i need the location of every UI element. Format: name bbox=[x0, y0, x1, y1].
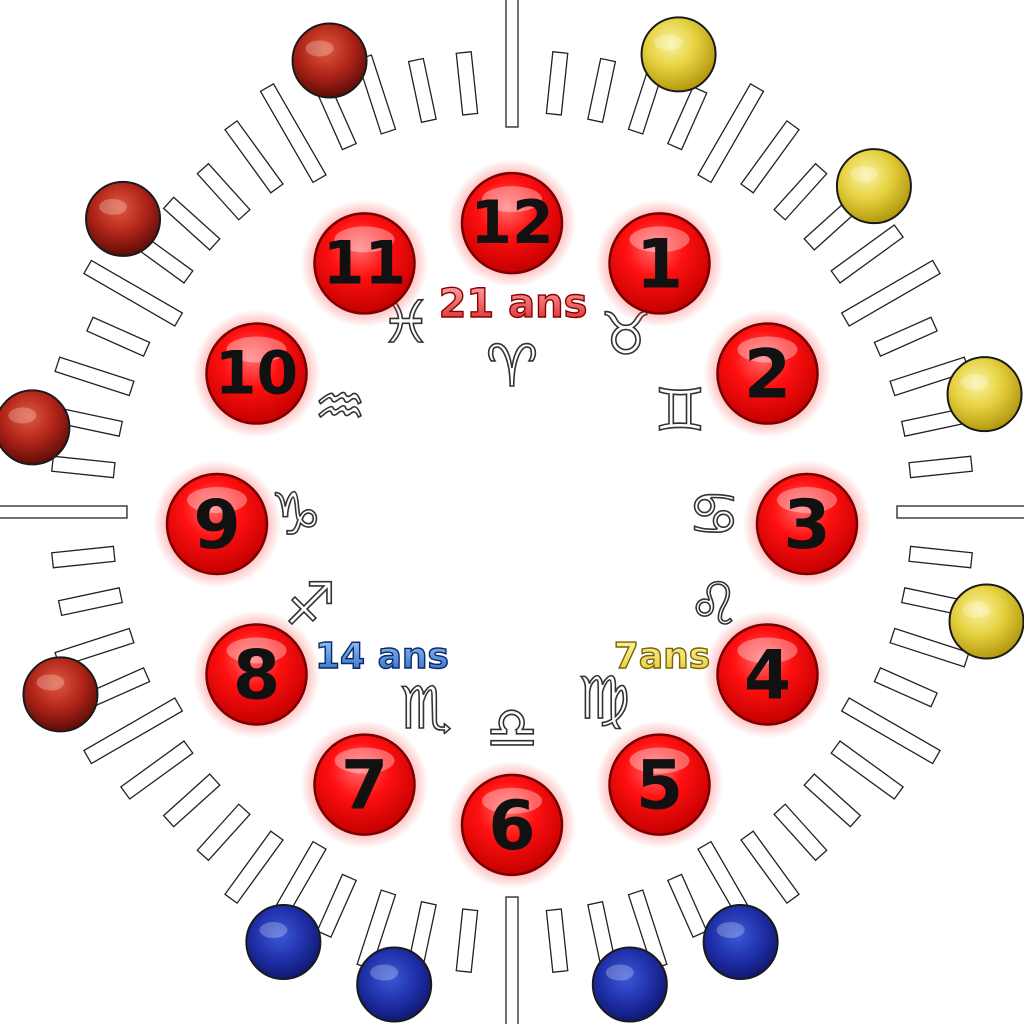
cancer-icon: ♋ bbox=[688, 480, 740, 548]
sun-ray bbox=[697, 83, 765, 184]
hour-badge-3: 3 bbox=[743, 460, 871, 588]
hour-number: 9 bbox=[193, 486, 240, 565]
sun-ray bbox=[83, 259, 184, 327]
sun-ray bbox=[740, 830, 800, 905]
age-label-7: 7ans bbox=[614, 636, 710, 677]
hour-badge-1: 1 bbox=[595, 199, 724, 328]
sun-ray bbox=[830, 740, 905, 800]
hour-number: 7 bbox=[341, 747, 388, 826]
hour-badge-4: 4 bbox=[703, 610, 832, 739]
sun-ray bbox=[587, 57, 617, 124]
sun-ray bbox=[830, 224, 905, 284]
sun-ray bbox=[505, 0, 519, 128]
sun-ray bbox=[455, 51, 479, 116]
hour-number: 12 bbox=[470, 188, 554, 258]
sun-ray bbox=[773, 162, 828, 221]
gemini-icon: ♊ bbox=[654, 376, 706, 444]
hour-number: 5 bbox=[636, 747, 683, 826]
red-sphere bbox=[22, 656, 99, 733]
sun-ray bbox=[0, 505, 128, 519]
sun-ray bbox=[162, 773, 221, 828]
sun-ray bbox=[505, 896, 519, 1024]
hour-badge-11: 11 bbox=[300, 199, 429, 328]
sun-ray bbox=[407, 57, 437, 124]
hour-badge-8: 8 bbox=[192, 610, 321, 739]
sun-ray bbox=[196, 162, 251, 221]
blue-sphere bbox=[702, 903, 779, 980]
hour-number: 4 bbox=[744, 636, 791, 715]
gold-sphere bbox=[640, 16, 717, 93]
sun-ray bbox=[873, 316, 938, 358]
sun-ray bbox=[666, 86, 708, 151]
sun-ray bbox=[740, 119, 800, 194]
blue-sphere bbox=[356, 946, 433, 1023]
sun-ray bbox=[54, 356, 135, 397]
sun-ray bbox=[83, 697, 184, 765]
sun-ray bbox=[224, 119, 284, 194]
hour-number: 10 bbox=[215, 339, 299, 409]
sun-ray bbox=[840, 259, 941, 327]
red-sphere bbox=[291, 22, 368, 99]
sun-ray bbox=[86, 316, 151, 358]
hour-badge-5: 5 bbox=[595, 720, 724, 849]
sun-ray bbox=[51, 455, 116, 479]
blue-sphere bbox=[245, 903, 322, 980]
sun-ray bbox=[908, 545, 973, 569]
sun-ray bbox=[889, 627, 970, 668]
age-label-14: 14 ans bbox=[315, 636, 449, 677]
aries-icon: ♈ bbox=[486, 332, 538, 400]
hour-badge-7: 7 bbox=[300, 720, 429, 849]
sun-ray bbox=[773, 803, 828, 862]
gold-sphere bbox=[946, 356, 1023, 433]
hour-number: 8 bbox=[233, 636, 280, 715]
sun-ray bbox=[873, 666, 938, 708]
sun-ray bbox=[162, 196, 221, 251]
hour-badge-12: 12 bbox=[448, 159, 576, 288]
red-sphere bbox=[85, 180, 162, 257]
sun-ray bbox=[196, 803, 251, 862]
zodiac-ring: ♈♉♊♋♌♍♎♏♐♑♒♓ bbox=[269, 287, 741, 763]
sun-ray bbox=[803, 773, 862, 828]
scorpio-icon: ♏ bbox=[400, 674, 452, 742]
sun-ray bbox=[666, 873, 708, 938]
aquarius-icon: ♒ bbox=[314, 372, 366, 440]
red-sphere bbox=[0, 389, 71, 466]
sun-ray bbox=[545, 51, 569, 116]
libra-icon: ♎ bbox=[486, 694, 538, 762]
hour-number: 2 bbox=[744, 336, 791, 415]
gold-sphere bbox=[948, 583, 1024, 660]
hour-badge-6: 6 bbox=[448, 760, 576, 889]
sun-ray bbox=[119, 740, 194, 800]
hour-number: 1 bbox=[636, 225, 683, 304]
hour-number: 3 bbox=[783, 486, 830, 565]
sun-ray bbox=[259, 83, 327, 184]
hour-badge-10: 10 bbox=[192, 309, 321, 438]
hour-number: 6 bbox=[488, 787, 535, 866]
sun-ray bbox=[840, 697, 941, 765]
sun-ray bbox=[896, 505, 1024, 519]
age-label-21: 21 ans bbox=[439, 281, 588, 327]
sun-ray bbox=[224, 830, 284, 905]
gold-sphere bbox=[835, 148, 912, 225]
hour-number: 11 bbox=[323, 228, 407, 298]
sagittarius-icon: ♐ bbox=[284, 570, 336, 638]
planet-spheres bbox=[0, 16, 1024, 1023]
sun-ray bbox=[51, 545, 116, 569]
sun-ray bbox=[455, 908, 479, 973]
sun-ray bbox=[908, 455, 973, 479]
hour-badge-9: 9 bbox=[153, 460, 281, 588]
blue-sphere bbox=[591, 946, 668, 1023]
sun-ray bbox=[57, 587, 124, 617]
sun-ray bbox=[316, 873, 358, 938]
virgo-icon: ♍ bbox=[578, 664, 630, 732]
sun-ray bbox=[545, 908, 569, 973]
hour-badge-2: 2 bbox=[703, 309, 832, 438]
